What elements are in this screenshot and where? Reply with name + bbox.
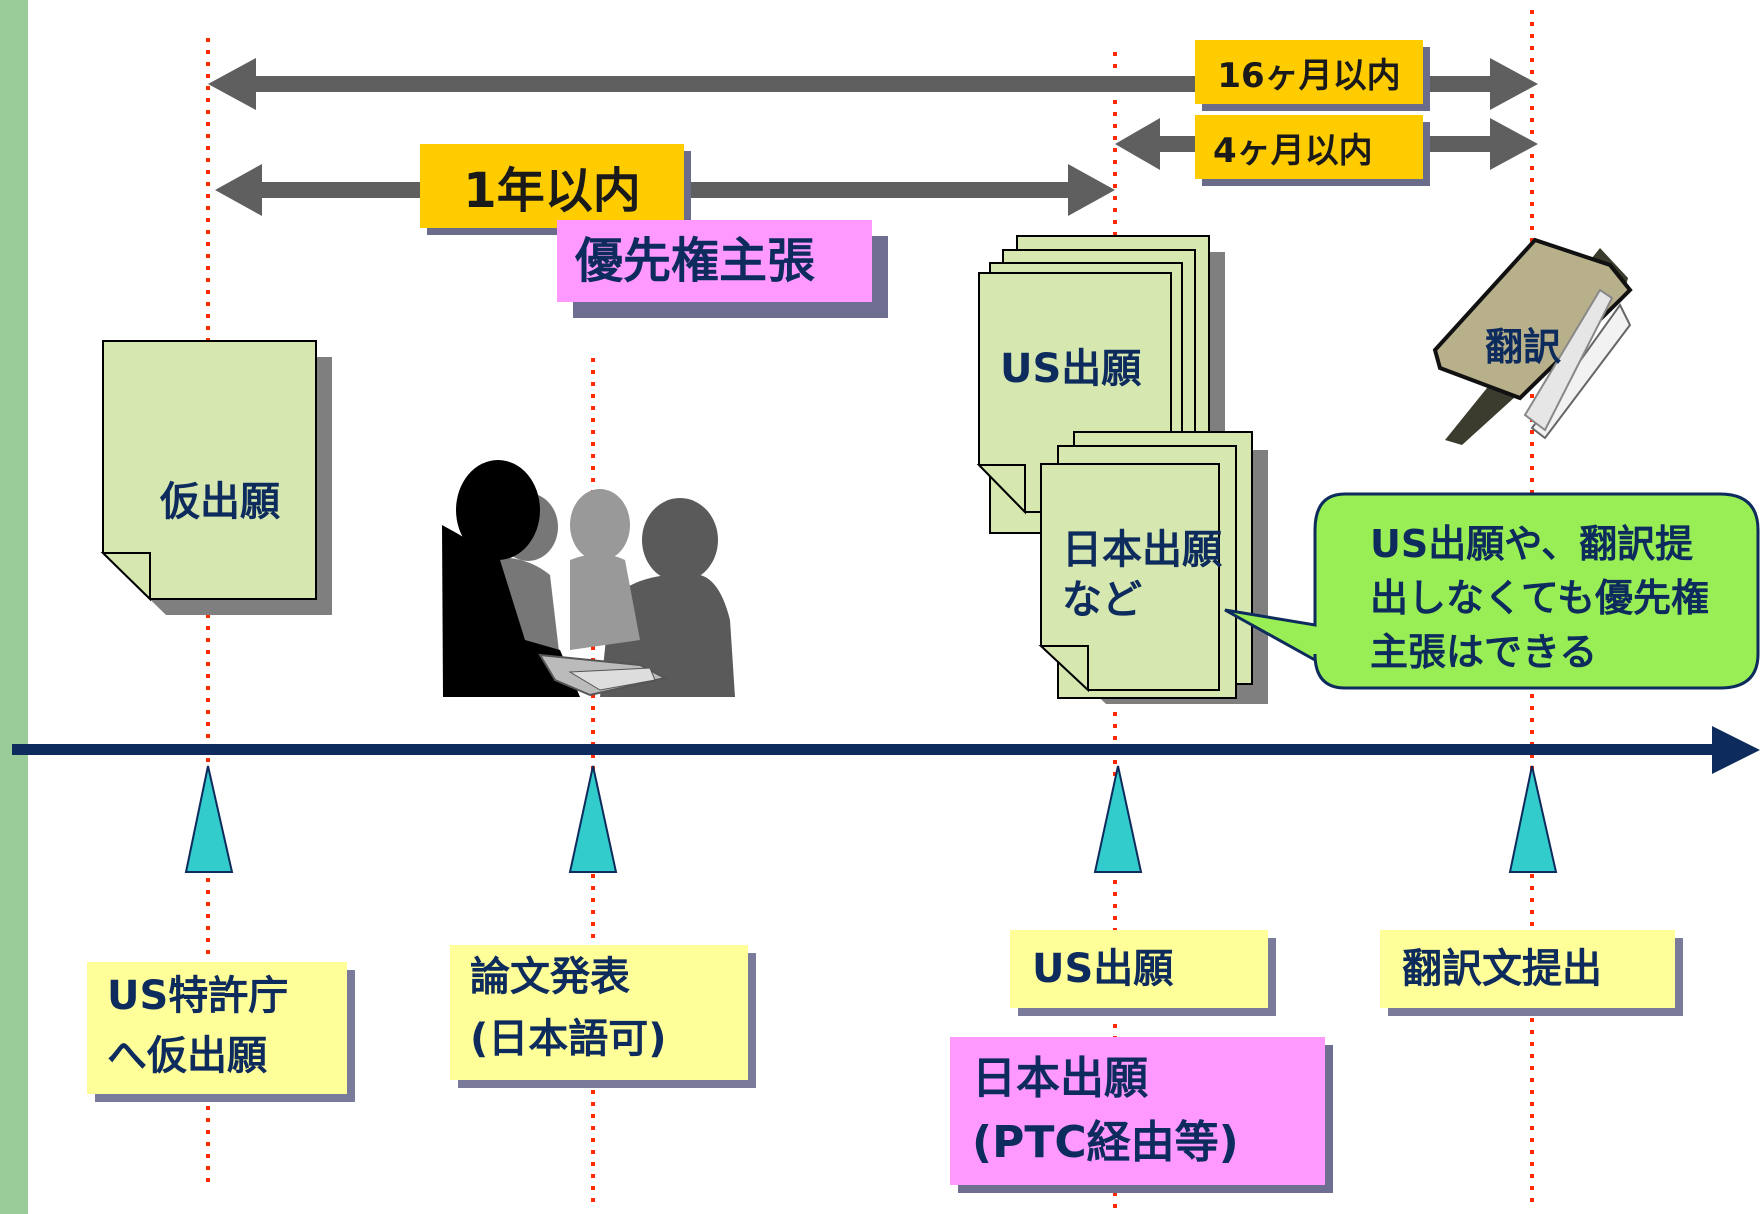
provisional-document [100,340,332,615]
label-4-months: 4ヶ月以内 [1195,115,1423,179]
label-1-year: 1年以内 [420,144,684,228]
main-timeline-arrow [12,726,1760,774]
milestone-box-us-filing: US出願 [1010,930,1268,1008]
milestone-marker-provisional [184,765,234,873]
milestone-japan-filing-line1: 日本出願 [972,1053,1148,1104]
arrow-16-months-shaft [250,76,1500,92]
milestone-provisional-line1: US特許庁 [107,973,289,1019]
milestone-marker-us-filing [1093,765,1143,873]
milestone-us-filing-text: US出願 [1032,946,1174,992]
milestone-box-paper: 論文発表 (日本語可) [450,945,748,1080]
milestone-box-translation: 翻訳文提出 [1380,930,1675,1008]
milestone-marker-paper [568,765,618,873]
milestone-translation-text: 翻訳文提出 [1402,946,1602,992]
japan-application-stack [1038,431,1268,704]
translation-book-label: 翻訳 [1485,325,1562,369]
provisional-document-label: 仮出願 [160,479,280,525]
milestone-paper-line1: 論文発表 [470,954,630,1000]
callout-text-line1: US出願や、翻訳提 [1370,522,1694,566]
meeting-silhouette-image [442,460,735,697]
milestone-markers [184,765,1558,873]
milestone-box-provisional: US特許庁 へ仮出願 [87,962,347,1094]
japan-application-document-label-line2: など [1062,577,1142,623]
milestone-marker-translation [1508,765,1558,873]
arrow-16-months-right-head [1490,58,1538,110]
priority-claim-text: 優先権主張 [575,233,816,289]
label-1-year-text: 1年以内 [463,163,641,219]
arrow-16-months-left-head [208,58,256,110]
arrow-1-year-left-head [215,164,262,216]
callout-text-line3: 主張はできる [1370,630,1598,674]
japan-application-document-label-line1: 日本出願 [1062,527,1222,573]
arrow-1-year-right-head [1068,164,1115,216]
label-16-months-text: 16ヶ月以内 [1217,55,1401,96]
milestone-box-japan-filing: 日本出願 (PTC経由等) [950,1037,1325,1185]
milestone-paper-line2: (日本語可) [470,1016,667,1062]
arrow-4-months-left-head [1115,118,1160,170]
translation-book-icon [1432,237,1633,445]
label-4-months-text: 4ヶ月以内 [1213,130,1373,171]
milestone-japan-filing-line2: (PTC経由等) [972,1117,1239,1168]
us-application-document-label: US出願 [1000,346,1142,392]
label-16-months: 16ヶ月以内 [1195,40,1423,104]
milestone-provisional-line2: へ仮出願 [107,1033,267,1079]
callout-text-line2: 出しなくても優先権 [1370,576,1709,620]
left-accent-bar [0,0,28,1214]
callout-bubble [1224,492,1760,690]
arrow-4-months-right-head [1490,118,1538,170]
priority-claim-label: 優先権主張 [557,220,872,302]
